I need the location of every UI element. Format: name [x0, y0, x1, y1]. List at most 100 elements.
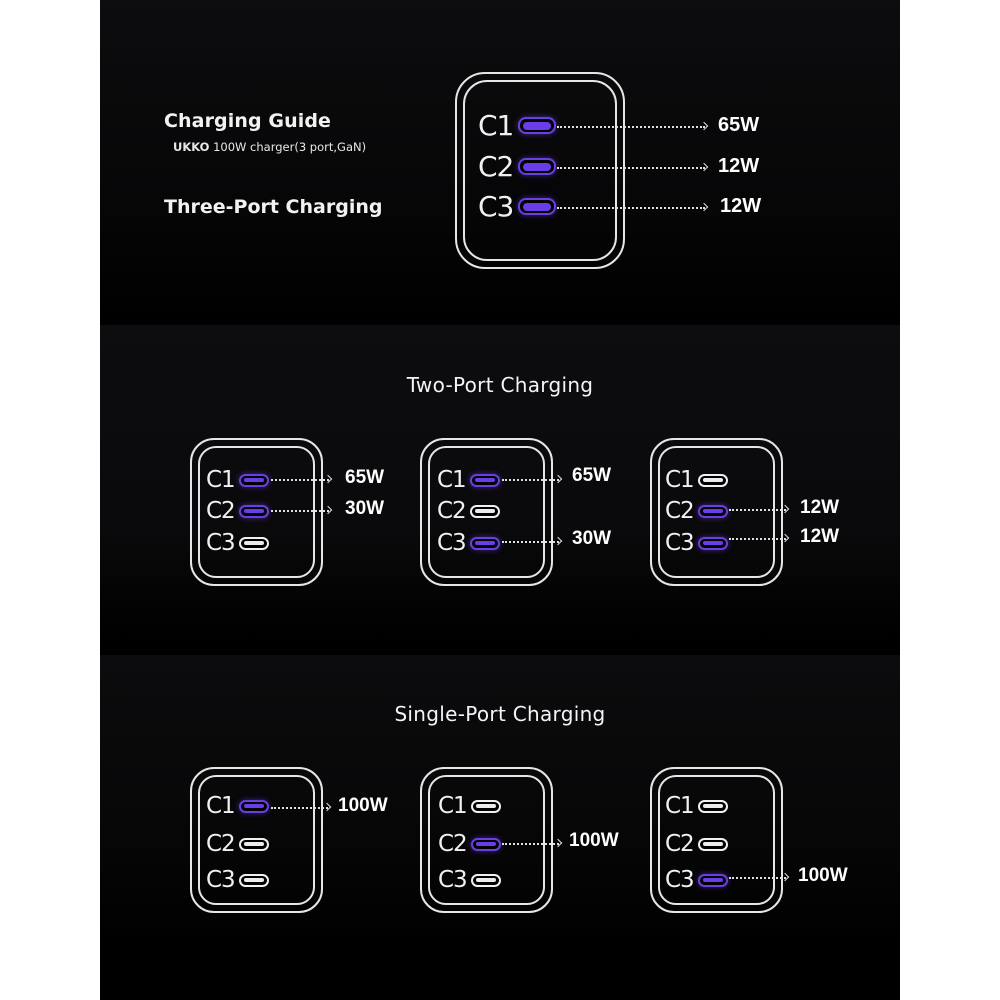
usb-c-port-active-icon — [698, 536, 728, 550]
usb-c-port-inactive-icon — [239, 837, 269, 851]
port-label: C1 — [665, 467, 695, 493]
dotted-arrow — [502, 541, 559, 543]
usb-c-port-active-icon — [698, 873, 728, 887]
guide-subtitle: UKKO 100W charger(3 port,GaN) — [173, 140, 366, 154]
dotted-arrow — [271, 807, 328, 809]
port-row-c2: C2 — [437, 498, 500, 524]
dotted-arrow — [729, 538, 786, 540]
charger-icon-single-port-3 — [650, 767, 783, 913]
usb-c-port-active-icon — [698, 504, 728, 518]
usb-c-port-active-icon — [470, 473, 500, 487]
port-row-c3: C3 — [438, 867, 501, 893]
port-row-c1: C1 — [206, 467, 269, 493]
usb-c-port-active-icon — [471, 837, 501, 851]
usb-c-port-active-icon — [470, 536, 500, 550]
charger-icon-single-port-2 — [420, 767, 553, 913]
port-label: C3 — [438, 867, 468, 893]
wattage-label: 12W — [800, 497, 840, 518]
port-label: C3 — [665, 867, 695, 893]
port-label: C1 — [438, 793, 468, 819]
port-row-c1: C1 — [665, 467, 728, 493]
port-row-c1: C1 — [665, 793, 728, 819]
single-port-title: Single-Port Charging — [394, 702, 606, 726]
port-label: C1 — [206, 467, 236, 493]
port-label: C1 — [437, 467, 467, 493]
port-row-c1: C1 — [438, 793, 501, 819]
port-label: C1 — [665, 793, 695, 819]
charger-icon-two-port-2 — [420, 438, 553, 586]
dotted-arrow — [502, 843, 559, 845]
port-row-c2: C2 — [438, 831, 501, 857]
usb-c-port-active-icon — [239, 504, 269, 518]
section-bg-two-port — [100, 325, 900, 655]
guide-title: Charging Guide — [164, 110, 332, 132]
port-row-c3: C3 — [206, 530, 269, 556]
wattage-label: 12W — [800, 526, 840, 547]
usb-c-port-active-icon — [239, 473, 269, 487]
dotted-arrow — [271, 479, 329, 481]
port-row-c3: C3 — [437, 530, 500, 556]
port-label: C3 — [478, 190, 514, 223]
port-row-c2: C2 — [665, 498, 728, 524]
usb-c-port-inactive-icon — [471, 799, 501, 813]
two-port-title: Two-Port Charging — [406, 373, 594, 397]
dotted-arrow — [729, 509, 786, 511]
charger-icon-two-port-1 — [190, 438, 323, 586]
port-label: C3 — [206, 867, 236, 893]
brand-name: UKKO — [173, 140, 210, 154]
port-row-c3: C3 — [665, 867, 728, 893]
usb-c-port-inactive-icon — [698, 799, 728, 813]
dotted-arrow — [502, 479, 559, 481]
port-row-c2: C2 — [478, 150, 556, 183]
wattage-label: 65W — [345, 467, 385, 488]
wattage-label: 100W — [338, 795, 388, 816]
usb-c-port-inactive-icon — [239, 536, 269, 550]
wattage-label: 12W — [718, 155, 760, 177]
port-row-c1: C1 — [478, 109, 556, 142]
port-row-c3: C3 — [665, 530, 728, 556]
port-label: C2 — [438, 831, 468, 857]
port-label: C2 — [206, 498, 236, 524]
port-label: C2 — [665, 498, 695, 524]
charger-icon-single-port-1 — [190, 767, 323, 913]
charger-icon-three-port — [455, 72, 625, 269]
port-label: C2 — [665, 831, 695, 857]
usb-c-port-inactive-icon — [698, 473, 728, 487]
dotted-arrow — [729, 877, 786, 879]
usb-c-port-inactive-icon — [470, 504, 500, 518]
usb-c-port-active-icon — [518, 158, 556, 175]
port-label: C3 — [437, 530, 467, 556]
port-label: C3 — [665, 530, 695, 556]
wattage-label: 30W — [345, 498, 385, 519]
port-row-c2: C2 — [206, 831, 269, 857]
port-label: C2 — [478, 150, 514, 183]
dotted-arrow — [557, 126, 705, 128]
port-row-c2: C2 — [665, 831, 728, 857]
charger-icon-two-port-3 — [650, 438, 783, 586]
charging-guide-panel: Charging Guide UKKO 100W charger(3 port,… — [100, 0, 900, 1000]
wattage-label: 100W — [569, 830, 619, 851]
port-label: C1 — [206, 793, 236, 819]
dotted-arrow — [557, 207, 705, 209]
wattage-label: 12W — [720, 195, 762, 217]
port-row-c1: C1 — [437, 467, 500, 493]
port-row-c1: C1 — [206, 793, 269, 819]
section-bg-single-port — [100, 655, 900, 1000]
usb-c-port-active-icon — [518, 198, 556, 215]
port-label: C2 — [437, 498, 467, 524]
section-bg-three-port — [100, 0, 900, 325]
wattage-label: 100W — [798, 865, 848, 886]
port-label: C2 — [206, 831, 236, 857]
port-label: C3 — [206, 530, 236, 556]
port-row-c3: C3 — [478, 190, 556, 223]
port-row-c2: C2 — [206, 498, 269, 524]
usb-c-port-inactive-icon — [471, 873, 501, 887]
wattage-label: 65W — [718, 114, 760, 136]
wattage-label: 65W — [572, 465, 612, 486]
usb-c-port-active-icon — [518, 117, 556, 134]
usb-c-port-inactive-icon — [698, 837, 728, 851]
dotted-arrow — [557, 167, 705, 169]
wattage-label: 30W — [572, 528, 612, 549]
usb-c-port-active-icon — [239, 799, 269, 813]
usb-c-port-inactive-icon — [239, 873, 269, 887]
